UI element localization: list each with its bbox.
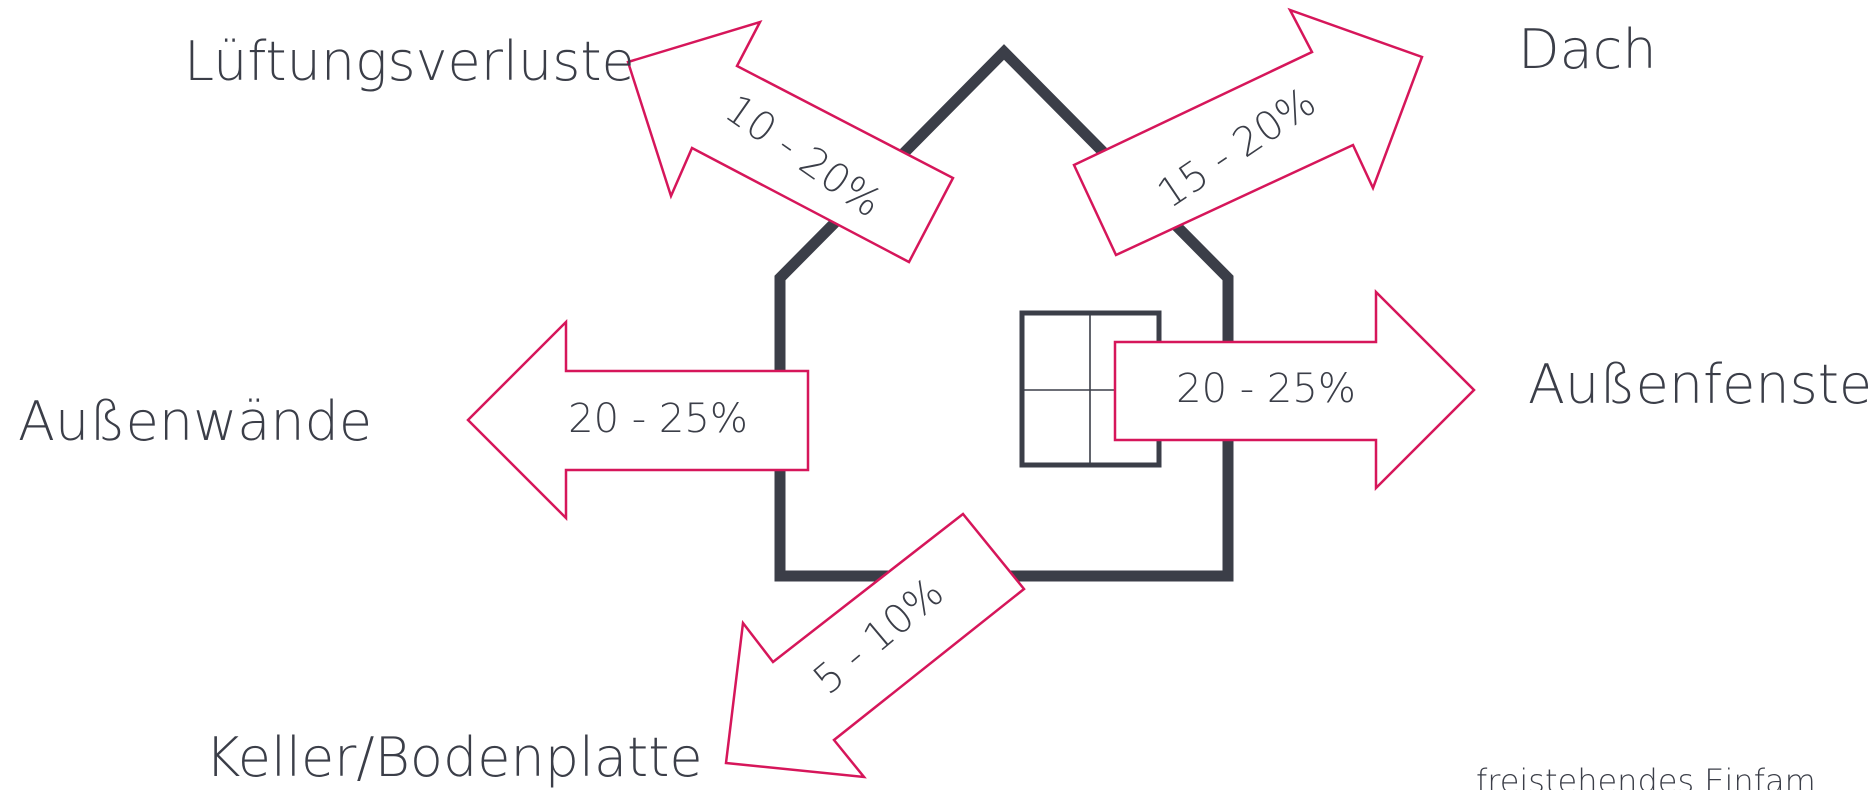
arrow-ventilation [626,19,955,264]
arrow-roof [1072,7,1424,257]
arrow-basement [724,512,1026,779]
windows-percentage: 20 - 25% [1176,366,1356,412]
footnote: freistehendes Einfam [1476,762,1816,790]
label-walls: Außenwände [18,390,372,453]
walls-percentage: 20 - 25% [568,396,748,442]
house-outline [774,44,1234,582]
label-windows: Außenfenster [1528,353,1875,416]
label-ventilation: Lüftungsverluste [184,30,635,93]
arrow-windows [1113,288,1476,492]
arrow-walls [466,318,810,522]
label-basement: Keller/Bodenplatte [205,726,703,789]
label-roof: Dach [1518,18,1657,81]
